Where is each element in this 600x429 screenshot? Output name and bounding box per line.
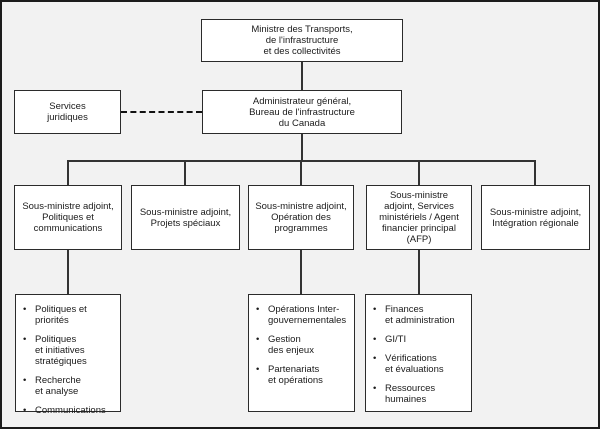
node-adm-special-projects-label: Sous-ministre adjoint, Projets spéciaux <box>139 206 232 229</box>
node-adm-regional-integration-label: Sous-ministre adjoint, Intégration régio… <box>489 206 582 229</box>
node-adm-program-operations: Sous-ministre adjoint, Opération des pro… <box>248 185 354 250</box>
node-legal-services: Services juridiques <box>14 90 121 134</box>
bullet-icon: • <box>256 304 260 315</box>
connector-minister-to-deputy <box>301 62 303 90</box>
connector-adm1-to-units <box>67 250 69 294</box>
connector-drop-adm1 <box>67 160 69 186</box>
corporate-units-box: • Finances et administration • GI/TI • V… <box>365 294 472 412</box>
list-item: • Vérifications et évaluations <box>373 353 467 375</box>
node-adm-special-projects: Sous-ministre adjoint, Projets spéciaux <box>131 185 240 250</box>
node-adm-program-operations-label: Sous-ministre adjoint, Opération des pro… <box>255 201 347 234</box>
connector-legal-dashed <box>121 111 202 113</box>
program-units-box: • Opérations Inter- gouvernementales • G… <box>248 294 355 412</box>
bullet-icon: • <box>256 364 260 375</box>
node-deputy-head-label: Administrateur général, Bureau de l'infr… <box>249 95 355 129</box>
list-item: • Politiques et priorités <box>23 304 116 326</box>
list-item-label: Politiques et priorités <box>35 304 87 326</box>
node-deputy-head: Administrateur général, Bureau de l'infr… <box>202 90 402 134</box>
list-item-label: Opérations Inter- gouvernementales <box>268 304 347 326</box>
connector-deputy-to-bar <box>301 134 303 160</box>
list-item-label: Vérifications et évaluations <box>385 353 444 375</box>
node-adm-policy-communications-label: Sous-ministre adjoint, Politiques et com… <box>22 201 114 234</box>
bullet-icon: • <box>373 383 377 394</box>
connector-drop-adm5 <box>534 160 536 186</box>
node-adm-corporate-services-cfo: Sous-ministre adjoint, Services ministér… <box>366 185 472 250</box>
list-item: • Opérations Inter- gouvernementales <box>256 304 350 326</box>
node-adm-regional-integration: Sous-ministre adjoint, Intégration régio… <box>481 185 590 250</box>
node-legal-services-label: Services juridiques <box>47 101 88 123</box>
list-item-label: Gestion des enjeux <box>268 334 314 356</box>
bullet-icon: • <box>23 304 27 315</box>
bullet-icon: • <box>23 334 27 345</box>
node-minister-label: Ministre des Transports, de l'infrastruc… <box>251 24 353 57</box>
bullet-icon: • <box>373 353 377 364</box>
list-item: • Communications <box>23 405 116 416</box>
bullet-icon: • <box>373 334 377 345</box>
node-adm-corporate-services-cfo-label: Sous-ministre adjoint, Services ministér… <box>379 190 459 245</box>
node-adm-policy-communications: Sous-ministre adjoint, Politiques et com… <box>14 185 122 250</box>
bullet-icon: • <box>373 304 377 315</box>
bullet-icon: • <box>23 375 27 386</box>
list-item: • Gestion des enjeux <box>256 334 350 356</box>
list-item-label: Politiques et initiatives stratégiques <box>35 334 87 367</box>
list-item: • GI/TI <box>373 334 467 345</box>
connector-drop-adm3 <box>300 160 302 186</box>
list-item: • Politiques et initiatives stratégiques <box>23 334 116 367</box>
list-item-label: Finances et administration <box>385 304 455 326</box>
connector-drop-adm2 <box>184 160 186 186</box>
connector-drop-adm4 <box>418 160 420 186</box>
policy-units-box: • Politiques et priorités • Politiques e… <box>15 294 121 416</box>
list-item: • Ressources humaines <box>373 383 467 405</box>
list-item: • Finances et administration <box>373 304 467 326</box>
list-item: • Recherche et analyse <box>23 375 116 397</box>
bullet-icon: • <box>256 334 260 345</box>
list-item: • Partenariats et opérations <box>256 364 350 386</box>
list-item-label: Ressources humaines <box>385 383 436 405</box>
list-item-label: GI/TI <box>385 334 407 345</box>
list-item-label: Partenariats et opérations <box>268 364 323 386</box>
list-item-label: Recherche et analyse <box>35 375 81 397</box>
node-minister: Ministre des Transports, de l'infrastruc… <box>201 19 403 62</box>
list-item-label: Communications <box>35 405 106 416</box>
connector-adm3-to-units <box>300 250 302 294</box>
bullet-icon: • <box>23 405 27 416</box>
connector-adm4-to-units <box>418 250 420 294</box>
